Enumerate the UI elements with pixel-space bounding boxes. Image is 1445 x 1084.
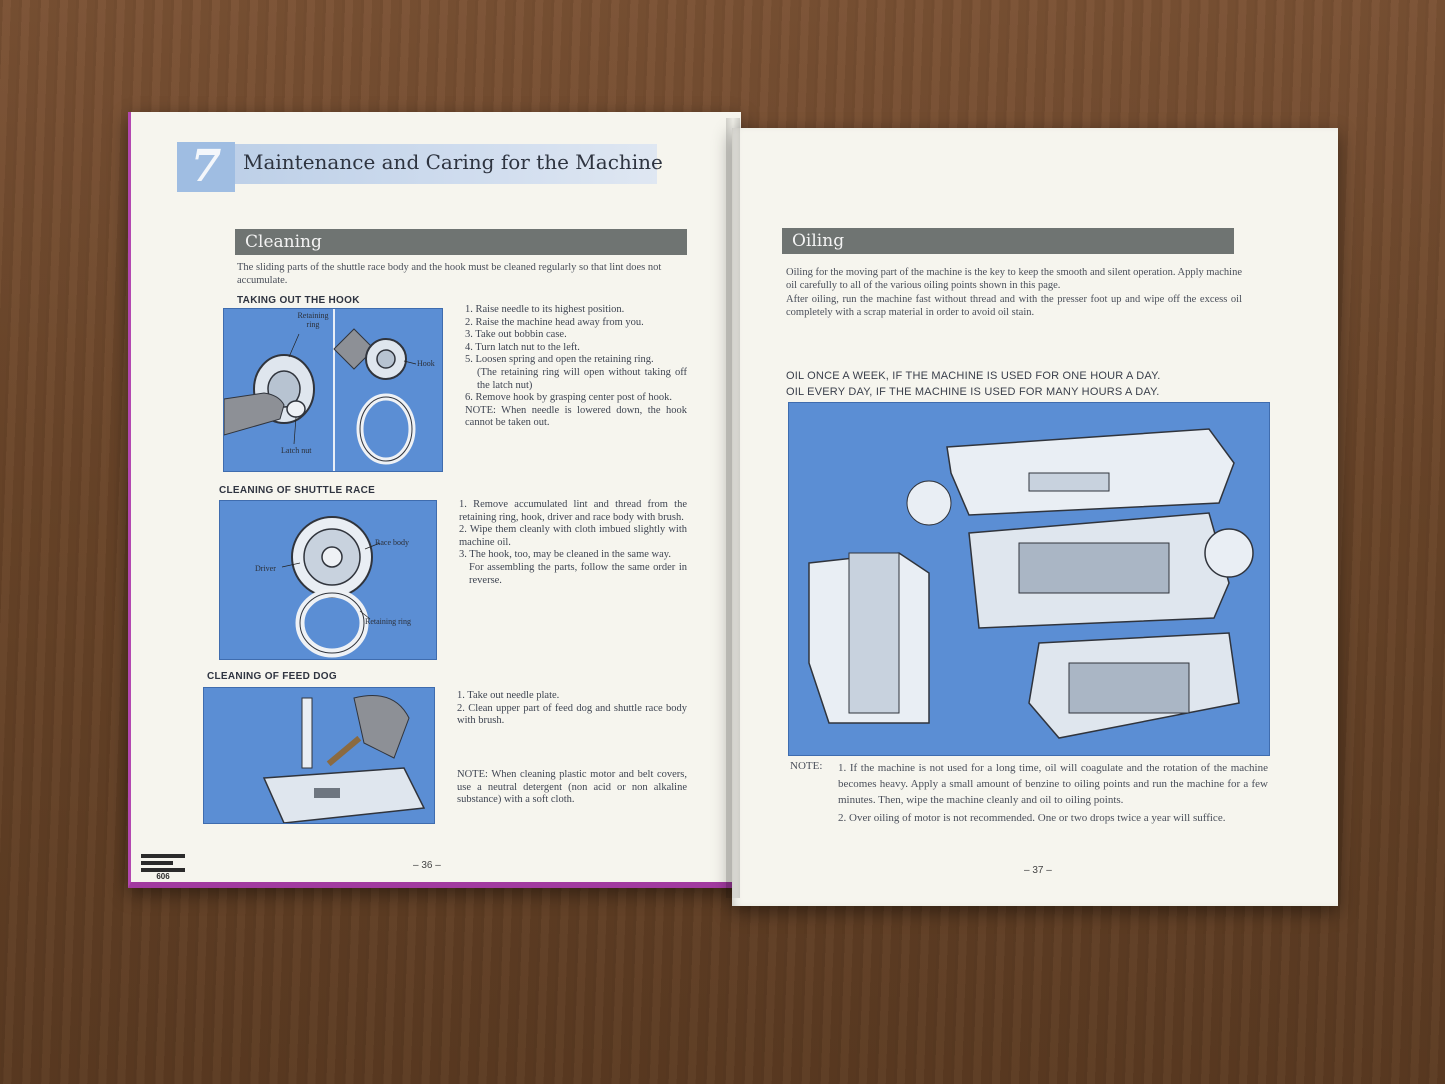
- book-spine: [726, 118, 740, 898]
- shuttle-step: For assembling the parts, follow the sam…: [469, 561, 687, 586]
- oiling-intro-2: After oiling, run the machine fast witho…: [786, 294, 1242, 318]
- driver-label: Driver: [255, 564, 276, 573]
- cleaning-title: Cleaning: [245, 232, 322, 252]
- feed-dog-step: 2. Clean upper part of feed dog and shut…: [457, 702, 687, 727]
- shuttle-heading: CLEANING OF SHUTTLE RACE: [219, 485, 376, 496]
- oiling-note-label: NOTE:: [790, 760, 823, 772]
- page-number-37: – 37 –: [1024, 865, 1052, 876]
- hook-note: NOTE: When needle is lowered down, the h…: [465, 404, 687, 429]
- oiling-schedule-2: OIL EVERY DAY, IF THE MACHINE IS USED FO…: [786, 386, 1160, 398]
- shuttle-step: 1. Remove accumulated lint and thread fr…: [459, 499, 687, 523]
- chapter-number: 7: [177, 142, 235, 192]
- feed-dog-heading: CLEANING OF FEED DOG: [207, 671, 337, 682]
- page-number-36: – 36 –: [413, 860, 441, 871]
- hook-step: 1. Raise needle to its highest position.: [465, 304, 625, 315]
- hook-step: (The retaining ring will open without ta…: [477, 366, 687, 391]
- feed-dog-note: NOTE: When cleaning plastic motor and be…: [457, 769, 687, 806]
- cleaning-section-bar: Cleaning: [235, 229, 687, 255]
- oiling-points-illustration: [788, 402, 1270, 756]
- oiling-intro-1: Oiling for the moving part of the machin…: [786, 267, 1242, 291]
- race-body-label: Race body: [375, 538, 409, 547]
- retaining-ring-label: Retaining ring: [297, 311, 329, 329]
- chapter-title: Maintenance and Caring for the Machine: [243, 150, 663, 174]
- right-page: Oiling Oiling for the moving part of the…: [732, 128, 1338, 906]
- hook-step: 2. Raise the machine head away from you.: [465, 316, 644, 328]
- logo-text: 606: [156, 872, 170, 881]
- oiling-schedule-1: OIL ONCE A WEEK, IF THE MACHINE IS USED …: [786, 370, 1161, 382]
- oiling-note-1: 1. If the machine is not used for a long…: [838, 762, 1268, 806]
- shuttle-race-illustration: [219, 500, 437, 660]
- logo: 606: [141, 854, 185, 881]
- oiling-note-2: 2. Over oiling of motor is not recommend…: [838, 812, 1226, 824]
- hook-step: 3. Take out bobbin case.: [465, 329, 567, 341]
- hook-step: 4. Turn latch nut to the left.: [465, 341, 580, 353]
- hook-heading: TAKING OUT THE HOOK: [237, 295, 360, 306]
- shuttle-step: 3. The hook, too, may be cleaned in the …: [459, 549, 671, 561]
- oiling-section-bar: Oiling: [782, 228, 1234, 254]
- shuttle-steps: 1. Remove accumulated lint and thread fr…: [459, 499, 687, 587]
- cleaning-intro: The sliding parts of the shuttle race bo…: [237, 262, 662, 286]
- latch-nut-label: Latch nut: [281, 446, 312, 455]
- hook-step: 5. Loosen spring and open the retaining …: [465, 354, 654, 366]
- hook-illustration: [223, 308, 443, 472]
- shuttle-step: 2. Wipe them cleanly with cloth imbued s…: [459, 524, 687, 548]
- feed-dog-steps: 1. Take out needle plate. 2. Clean upper…: [457, 690, 687, 728]
- chapter-band: [177, 144, 657, 184]
- left-page: 7 Maintenance and Caring for the Machine…: [128, 112, 741, 888]
- hook-step: 6. Remove hook by grasping center post o…: [465, 392, 673, 404]
- hook-label: Hook: [417, 359, 435, 368]
- hook-steps: 1. Raise needle to its highest position.…: [465, 304, 687, 430]
- feed-dog-illustration: [203, 687, 435, 824]
- oiling-title: Oiling: [792, 231, 845, 251]
- feed-dog-step: 1. Take out needle plate.: [457, 690, 560, 701]
- shuttle-retaining-ring-label: Retaining ring: [365, 617, 411, 626]
